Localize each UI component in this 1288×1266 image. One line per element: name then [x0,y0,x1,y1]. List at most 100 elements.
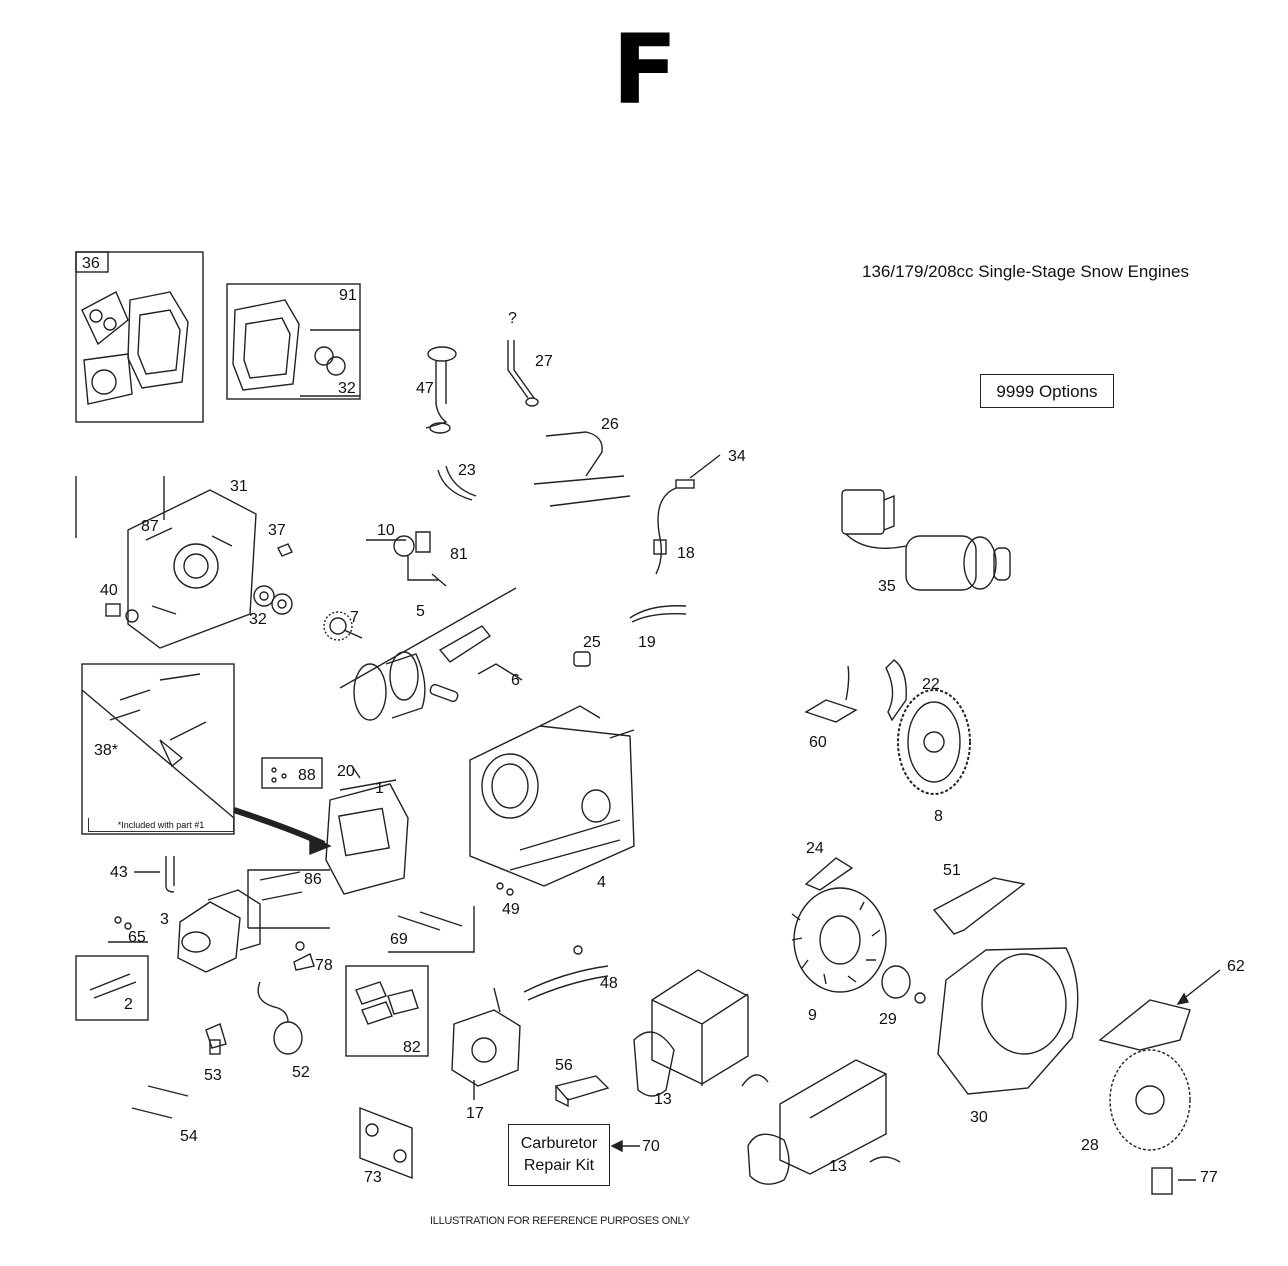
callout-32a: 32 [338,380,356,397]
section-letter: F [612,14,678,126]
plate-73-drawing [359,1106,413,1180]
callout-38: 38* [94,742,119,759]
callout-78: 78 [315,957,333,974]
items-60-22-drawing [804,659,907,723]
piston-rod-5-6-drawing [339,587,523,721]
cylinder-head-1-drawing [325,765,409,895]
item-78-drawing [293,941,315,971]
callout-27: 27 [535,353,553,370]
callout-18: 18 [677,545,695,562]
callout-81: 81 [450,546,468,563]
callout-37: 37 [268,522,286,539]
items-52-53-54-drawing [131,981,303,1119]
callout-53: 53 [204,1067,222,1084]
box-86-69-drawing [247,869,475,953]
electric-starter-35-drawing [841,489,1011,591]
carb-kit-line-2: Repair Kit [523,1157,595,1174]
pointer-arrow-drawing [233,807,332,856]
engine-block-4-drawing [469,705,635,896]
callout-49: 49 [502,901,520,918]
wires-48-drawing [523,945,609,1001]
wire-19-drawing [629,605,687,623]
callout-4: 4 [597,874,606,891]
options-box: 9999 Options [980,374,1114,408]
carb-kit-line-1: Carburetor [520,1135,598,1152]
callout-9: 9 [808,1007,817,1024]
crankshaft-10-drawing [366,531,447,587]
callout-54: 54 [180,1128,198,1145]
callout-31: 31 [230,478,248,495]
callout-34: 34 [728,448,746,465]
callout-20: 20 [337,763,355,780]
callout-86: 86 [304,871,322,888]
callout-56: 56 [555,1057,573,1074]
callout-87: 87 [141,518,159,535]
item-25-drawing [573,651,591,667]
box-82-drawing [345,965,429,1057]
callout-28: 28 [1081,1137,1099,1154]
callout-19: 19 [638,634,656,651]
callout-35: 35 [878,578,896,595]
rod-27-drawing [507,340,539,407]
callout-69: 69 [390,931,408,948]
callout-1: 1 [375,780,384,797]
blower-housing-30-drawing [937,947,1079,1095]
callout-70: 70 [642,1138,660,1155]
callout-36: 36 [82,255,100,272]
muffler-13b-drawing [741,1059,901,1185]
box-2-drawing [75,955,149,1021]
callout-32b: 32 [249,611,267,628]
callout-7: 7 [350,609,359,626]
shield-51-drawing [932,877,1026,935]
fan-9-drawing [791,887,887,993]
callout-65: 65 [128,929,146,946]
muffler-13a-drawing [633,969,749,1097]
gasket-kit-91-drawing [226,283,361,400]
callout-17: 17 [466,1105,484,1122]
carburetor-17-drawing [451,987,521,1100]
callout-2: 2 [124,996,133,1013]
callout-3: 3 [160,911,169,928]
callout-52: 52 [292,1064,310,1081]
arrow-70-drawing [610,1139,640,1153]
item-65-drawing [108,916,148,943]
callout-62: 62 [1227,958,1245,975]
item-56-drawing [554,1075,610,1108]
callout-82: 82 [403,1039,421,1056]
callout-91: 91 [339,287,357,304]
callout-26: 26 [601,416,619,433]
callout-40: 40 [100,582,118,599]
item-29-drawing [881,965,926,1004]
box-88-drawing [261,757,323,789]
callout-73: 73 [364,1169,382,1186]
callout-47: 47 [416,380,434,397]
callout-43: 43 [110,864,128,881]
item-77-drawing [1151,1167,1196,1195]
crankcase-cover-31-drawing [75,476,257,649]
callout-q: ? [508,310,517,327]
wire-34-drawing [653,454,721,575]
callout-25: 25 [583,634,601,651]
pipe-43-drawing [134,856,175,893]
callout-30: 30 [970,1109,988,1126]
callout-22: 22 [922,676,940,693]
dipstick-47-drawing [425,346,457,434]
callout-60: 60 [809,734,827,751]
callout-13a: 13 [654,1091,672,1108]
item-24-drawing [804,857,854,891]
callout-29: 29 [879,1011,897,1028]
recoil-starter-28-drawing [1098,969,1221,1151]
footer-note: ILLUSTRATION FOR REFERENCE PURPOSES ONLY [430,1215,690,1227]
diagram-subtitle: 136/179/208cc Single-Stage Snow Engines [862,262,1190,281]
callout-51: 51 [943,862,961,879]
callout-77: 77 [1200,1169,1218,1186]
callout-88: 88 [298,767,316,784]
callout-48: 48 [600,975,618,992]
kit-38-box-drawing [81,663,235,835]
callout-23: 23 [458,462,476,479]
callout-8: 8 [934,808,943,825]
gasket-kit-36-drawing [75,251,204,423]
governor-link-26-drawing [533,431,631,507]
callout-13b: 13 [829,1158,847,1175]
